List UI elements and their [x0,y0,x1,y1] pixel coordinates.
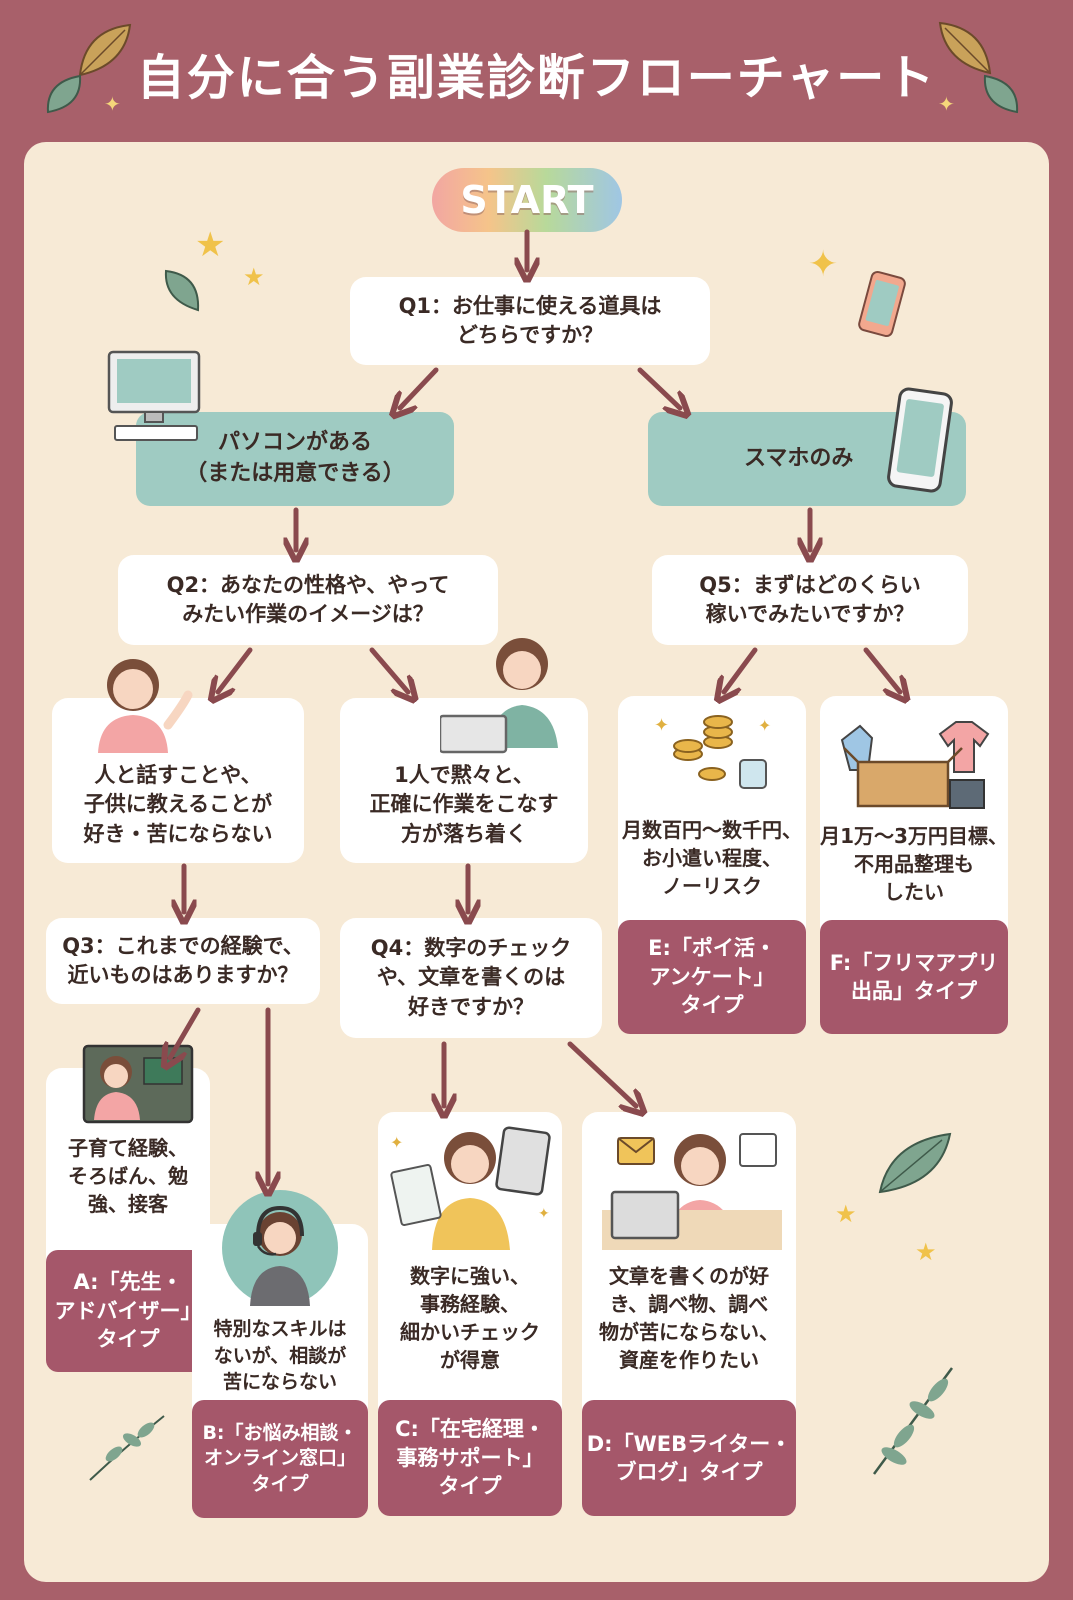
leaf-icon [164,269,200,312]
card-c-text: 数字に強い、 事務経験、 細かいチェック が得意 [400,1264,540,1372]
arrow-q1-phone [637,367,680,408]
svg-text:✦: ✦ [538,1206,550,1222]
smartphone-icon [858,270,906,338]
question-q3: Q3：これまでの経験で、 近いものはありますか？ [46,918,320,1004]
question-q1: Q1：お仕事に使える道具は どちらですか？ [350,277,710,365]
writer-illustration [602,1133,782,1250]
branch-icon [89,1415,165,1481]
leaf-icon [46,74,82,114]
question-q2: Q2：あなたの性格や、やって みたい作業のイメージは？ [118,555,498,645]
result-e: E:「ポイ活・ アンケート」 タイプ [618,920,806,1034]
card-d-text: 文章を書くのが好 き、調べ物、調べ 物が苦にならない、 資産を作りたい [599,1264,779,1372]
start-node: START [432,168,622,232]
arrow-q3-a [170,1007,201,1058]
card-f-text: 月1万〜3万円目標、 不用品整理も したい [820,824,1008,904]
sparkle-icon: ✦ [938,92,955,116]
result-c: C:「在宅経理・ 事務サポート」 タイプ [378,1400,562,1516]
card-b-text: 特別なスキルは ないが、相談が 苦にならない [213,1318,347,1394]
svg-text:✦: ✦ [758,716,771,735]
arrow-q5-e [724,647,758,692]
result-f: F:「フリマアプリ 出品」タイプ [820,920,1008,1034]
question-q4: Q4：数字のチェック や、文章を書くのは 好きですか？ [340,918,602,1038]
arrow-q2-solo [369,647,408,692]
leaf-icon [78,23,132,77]
star-icon: ★ [243,263,265,291]
result-a: A:「先生・ アドバイザー」 タイプ [46,1250,210,1372]
star-icon: ★ [195,225,226,265]
headset-icon [222,1190,338,1306]
question-q5: Q5：まずはどのくらい 稼いでみたいですか？ [652,555,968,645]
sparkle-icon: ✦ [104,92,121,116]
woman-talking-illustration [98,659,193,753]
branch-icon [872,1367,954,1475]
card-e-text: 月数百円〜数千円、 お小遣い程度、 ノーリスク [622,818,802,898]
card-a-text: 子育て経験、 そろばん、勉 強、接客 [68,1136,188,1216]
star-icon: ★ [835,1200,857,1228]
svg-text:✦: ✦ [390,1133,403,1152]
result-b: B:「お悩み相談・ オンライン窓口」 タイプ [192,1400,368,1518]
leaf-icon [878,1132,952,1194]
arrow-q1-pc [400,367,439,408]
result-d: D:「WEBライター・ ブログ」タイプ [582,1400,796,1516]
coins-icon: ✦ ✦ [654,715,771,789]
page-title: 自分に合う副業診断フローチャート [136,50,937,106]
cardboard-box-icon [840,721,990,809]
arrow-q5-f [863,647,900,692]
smartphone-icon [887,387,953,493]
leaf-icon [938,21,992,75]
option-talk: 人と話すことや、 子供に教えることが 好き・苦にならない [52,698,304,863]
svg-text:✦: ✦ [654,715,669,736]
arrow-q2-talk [218,647,253,692]
calculator-icon: ✦ ✦ [390,1126,551,1250]
option-pc: パソコンがある （または用意できる） [136,412,454,506]
desktop-computer-icon [107,350,201,441]
arrow-q4-d [567,1041,636,1106]
star-icon: ★ [915,1238,937,1266]
leaf-icon [983,74,1019,114]
sparkle-icon: ✦ [808,244,839,285]
laptop-icon [440,638,558,754]
